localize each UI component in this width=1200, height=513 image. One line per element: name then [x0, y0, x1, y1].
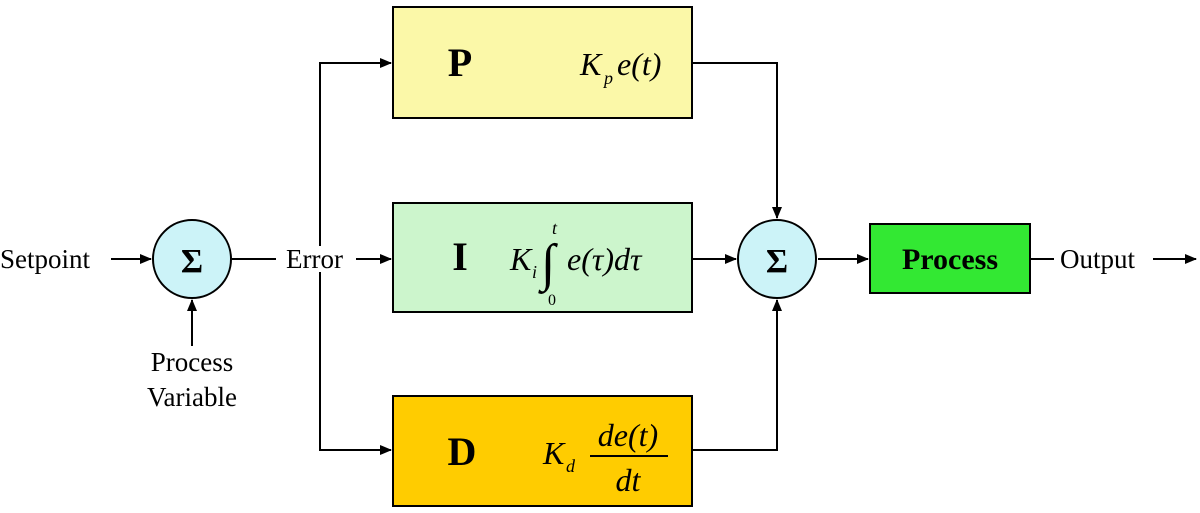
p-block-box [392, 6, 693, 119]
d-denominator: dt [616, 462, 642, 498]
integral-block: I K i ∫ t 0 e(τ)dτ [392, 202, 693, 313]
sigma-symbol: Σ [181, 243, 203, 280]
sigma-symbol: Σ [766, 243, 788, 280]
process-box [869, 223, 1031, 294]
integral-sign: ∫ [538, 235, 558, 294]
d-numerator: de(t) [598, 417, 658, 453]
process-variable-label-line1: Process [151, 347, 234, 377]
p-gain: K [579, 46, 603, 82]
integral-upper-limit: t [552, 218, 558, 238]
setpoint-label: Setpoint [0, 244, 91, 274]
process-variable-label-line2: Variable [147, 382, 237, 412]
i-gain: K [509, 241, 533, 277]
integral-lower-limit: 0 [548, 292, 556, 309]
d-gain: K [542, 435, 566, 471]
proportional-block: P K p e(t) [392, 6, 693, 119]
sum-circle [737, 219, 817, 299]
i-letter: I [452, 234, 468, 279]
d-letter: D [448, 429, 477, 474]
p-expression: e(t) [617, 46, 661, 82]
i-gain-subscript: i [532, 262, 537, 282]
process-label: Process [902, 243, 998, 276]
d-gain-subscript: d [566, 456, 576, 476]
p-gain-subscript: p [602, 68, 613, 88]
p-letter: P [448, 40, 472, 85]
summing-junction-output: Σ [737, 219, 817, 299]
summing-junction-input: Σ [152, 219, 232, 299]
d-block-box [392, 395, 693, 507]
i-expression: e(τ)dτ [567, 241, 643, 277]
derivative-block: D K d de(t) dt [392, 395, 693, 507]
connection-lines [111, 58, 1197, 455]
i-block-box [392, 202, 693, 313]
error-label: Error [286, 244, 343, 274]
sum-circle [152, 219, 232, 299]
process-block: Process [869, 223, 1031, 294]
output-label: Output [1060, 244, 1136, 274]
